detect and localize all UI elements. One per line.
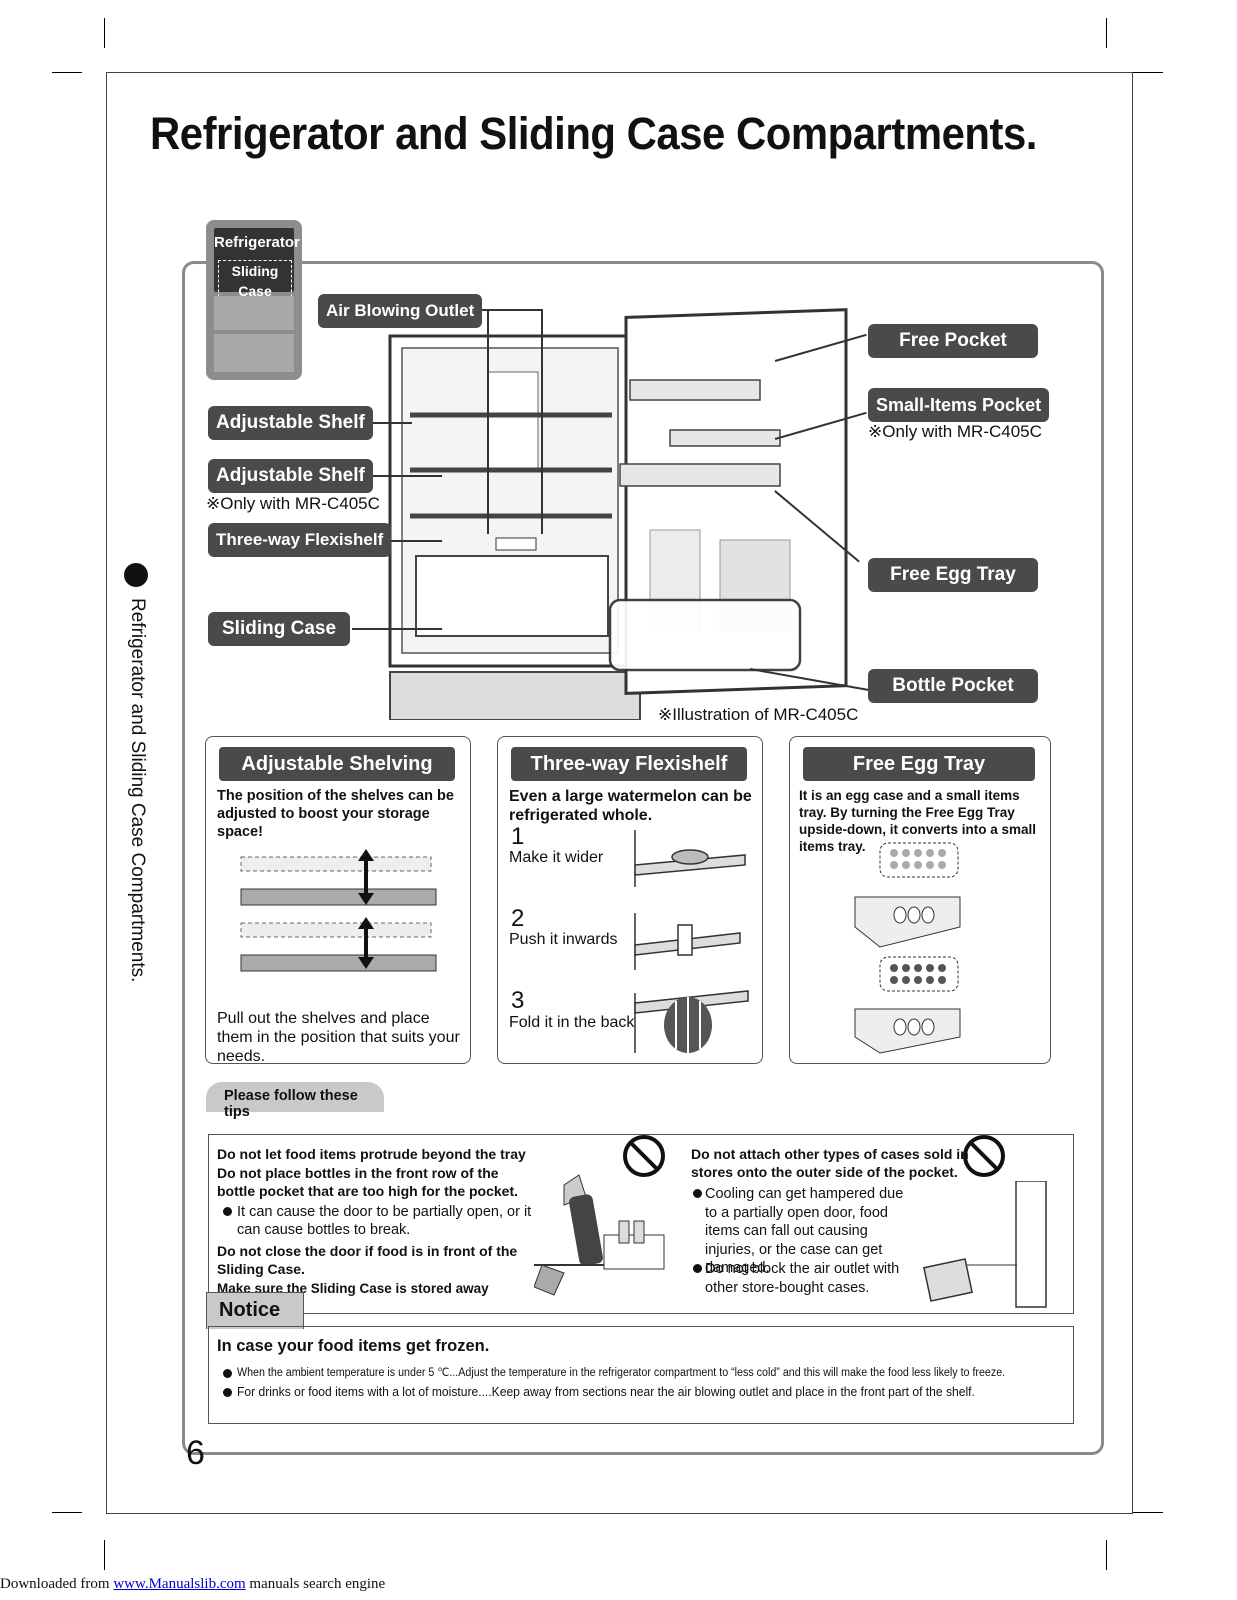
heading-adjustable-shelving: Adjustable Shelving: [219, 747, 455, 781]
side-bullet: [124, 563, 148, 587]
flexishelf-step-3-number: 3: [511, 987, 525, 1014]
prohibited-icon: [623, 1135, 665, 1177]
legend-refrigerator: Refrigerator: [214, 234, 300, 251]
tip-left-bullet-dot: [223, 1207, 232, 1216]
callout-line: [541, 309, 543, 534]
page-title: Refrigerator and Sliding Case Compartmen…: [150, 108, 1037, 159]
flexishelf-step-1-text: Make it wider: [509, 849, 604, 866]
page-number: 6: [186, 1434, 205, 1472]
illustration-note: ※Illustration of MR-C405C: [658, 705, 859, 724]
case-warning-illustration: [923, 1181, 1047, 1308]
tips-tab-label: Please follow these tips: [224, 1088, 358, 1120]
footer-prefix: Downloaded from: [0, 1576, 114, 1592]
flexishelf-lead: Even a large watermelon can be refrigera…: [509, 788, 752, 824]
panel-three-way-flexishelf: Three-way Flexishelf Even a large waterm…: [497, 736, 763, 1064]
refrigerator-illustration: [388, 308, 848, 720]
flexishelf-step-2-number: 2: [511, 905, 525, 932]
callout-line: [462, 309, 542, 311]
crop-mark: [1133, 72, 1163, 73]
panel-adjustable-shelving: Adjustable Shelving The position of the …: [205, 736, 471, 1065]
egg-tray-illustration: [854, 842, 961, 1054]
compartment-legend: Refrigerator Sliding Case: [206, 220, 302, 380]
callout-line: [352, 422, 412, 424]
prohibited-icon: [963, 1135, 1005, 1177]
label-small-items-pocket: Small-Items Pocket: [868, 388, 1050, 422]
notice-tab: Notice: [206, 1292, 304, 1329]
content-box: [182, 261, 1104, 1455]
panel-free-egg-tray: Free Egg Tray It is an egg case and a sm…: [789, 736, 1051, 1064]
download-footer: Downloaded from www.Manualslib.com manua…: [0, 1576, 385, 1593]
crop-mark: [1106, 18, 1107, 48]
tip-left-bold-1: Do not let food items protrude beyond th…: [217, 1146, 526, 1162]
notice-bullet-dot: [223, 1369, 232, 1378]
callout-line: [487, 309, 489, 534]
tip-left-bold-3: Do not close the door if food is in fron…: [217, 1243, 518, 1277]
footer-link[interactable]: www.Manualslib.com: [113, 1576, 246, 1592]
bottle-warning-illustration: [534, 1174, 665, 1296]
eggtray-lead: It is an egg case and a small items tray…: [799, 788, 1037, 854]
notice-bullet-dot: [223, 1388, 232, 1397]
label-free-egg-tray: Free Egg Tray: [868, 558, 1038, 592]
adjustable-body: Pull out the shelves and place them in t…: [217, 1010, 460, 1065]
label-adjustable-shelf-1: Adjustable Shelf: [208, 406, 373, 440]
tips-box: Do not let food items protrude beyond th…: [208, 1134, 1074, 1314]
label-sliding-case: Sliding Case: [208, 612, 351, 646]
notice-bullet-1: When the ambient temperature is under 5 …: [237, 1367, 1006, 1379]
crop-mark: [104, 1540, 105, 1570]
label-free-pocket: Free Pocket: [868, 324, 1038, 358]
note-only-with-2: ※Only with MR-C405C: [868, 422, 1042, 441]
crop-mark: [52, 72, 82, 73]
label-adjustable-shelf-2: Adjustable Shelf: [208, 459, 373, 493]
legend-sliding-case: Sliding Case: [218, 260, 292, 302]
crop-mark: [52, 1512, 82, 1513]
tip-right-bullet-1: Cooling can get hampered due to a partia…: [705, 1186, 904, 1276]
label-air-blowing-outlet: Air Blowing Outlet: [318, 294, 483, 328]
tips-tab: Please follow these tips: [206, 1082, 384, 1120]
label-bottle-pocket: Bottle Pocket: [868, 669, 1038, 703]
crop-mark: [1133, 1512, 1163, 1513]
side-label: Refrigerator and Sliding Case Compartmen…: [127, 598, 148, 983]
heading-free-egg-tray: Free Egg Tray: [803, 747, 1035, 781]
notice-heading: In case your food items get frozen.: [217, 1337, 490, 1355]
page-frame: [106, 72, 1133, 1514]
label-three-way-flexishelf: Three-way Flexishelf: [208, 523, 392, 557]
tip-right-bullet-dot: [693, 1189, 702, 1198]
flexishelf-illustration: [634, 830, 749, 1053]
note-only-with-1: ※Only with MR-C405C: [206, 494, 380, 513]
tip-left-bullet: It can cause the door to be partially op…: [237, 1204, 532, 1238]
footer-suffix: manuals search engine: [245, 1576, 386, 1592]
heading-three-way-flexishelf: Three-way Flexishelf: [511, 747, 747, 781]
notice-box: In case your food items get frozen. When…: [208, 1326, 1074, 1424]
tip-right-bullet-2: Do not block the air outlet with other s…: [705, 1261, 900, 1296]
callout-line: [352, 628, 442, 630]
flexishelf-step-3-text: Fold it in the back: [509, 1014, 635, 1031]
crop-mark: [1106, 1540, 1107, 1570]
tip-left-bold-2: Do not place bottles in the front row of…: [217, 1165, 519, 1199]
flexishelf-step-2-text: Push it inwards: [509, 931, 618, 948]
notice-bullet-2: For drinks or food items with a lot of m…: [237, 1384, 975, 1399]
tip-right-bold: Do not attach other types of cases sold …: [691, 1146, 969, 1180]
callout-line: [352, 475, 442, 477]
callout-line: [352, 540, 442, 542]
shelving-illustration: [240, 849, 437, 972]
flexishelf-step-1-number: 1: [511, 823, 525, 850]
notice-tab-label: Notice: [219, 1299, 281, 1321]
adjustable-lead: The position of the shelves can be adjus…: [217, 788, 454, 840]
crop-mark: [104, 18, 105, 48]
tip-right-bullet-dot: [693, 1264, 702, 1273]
